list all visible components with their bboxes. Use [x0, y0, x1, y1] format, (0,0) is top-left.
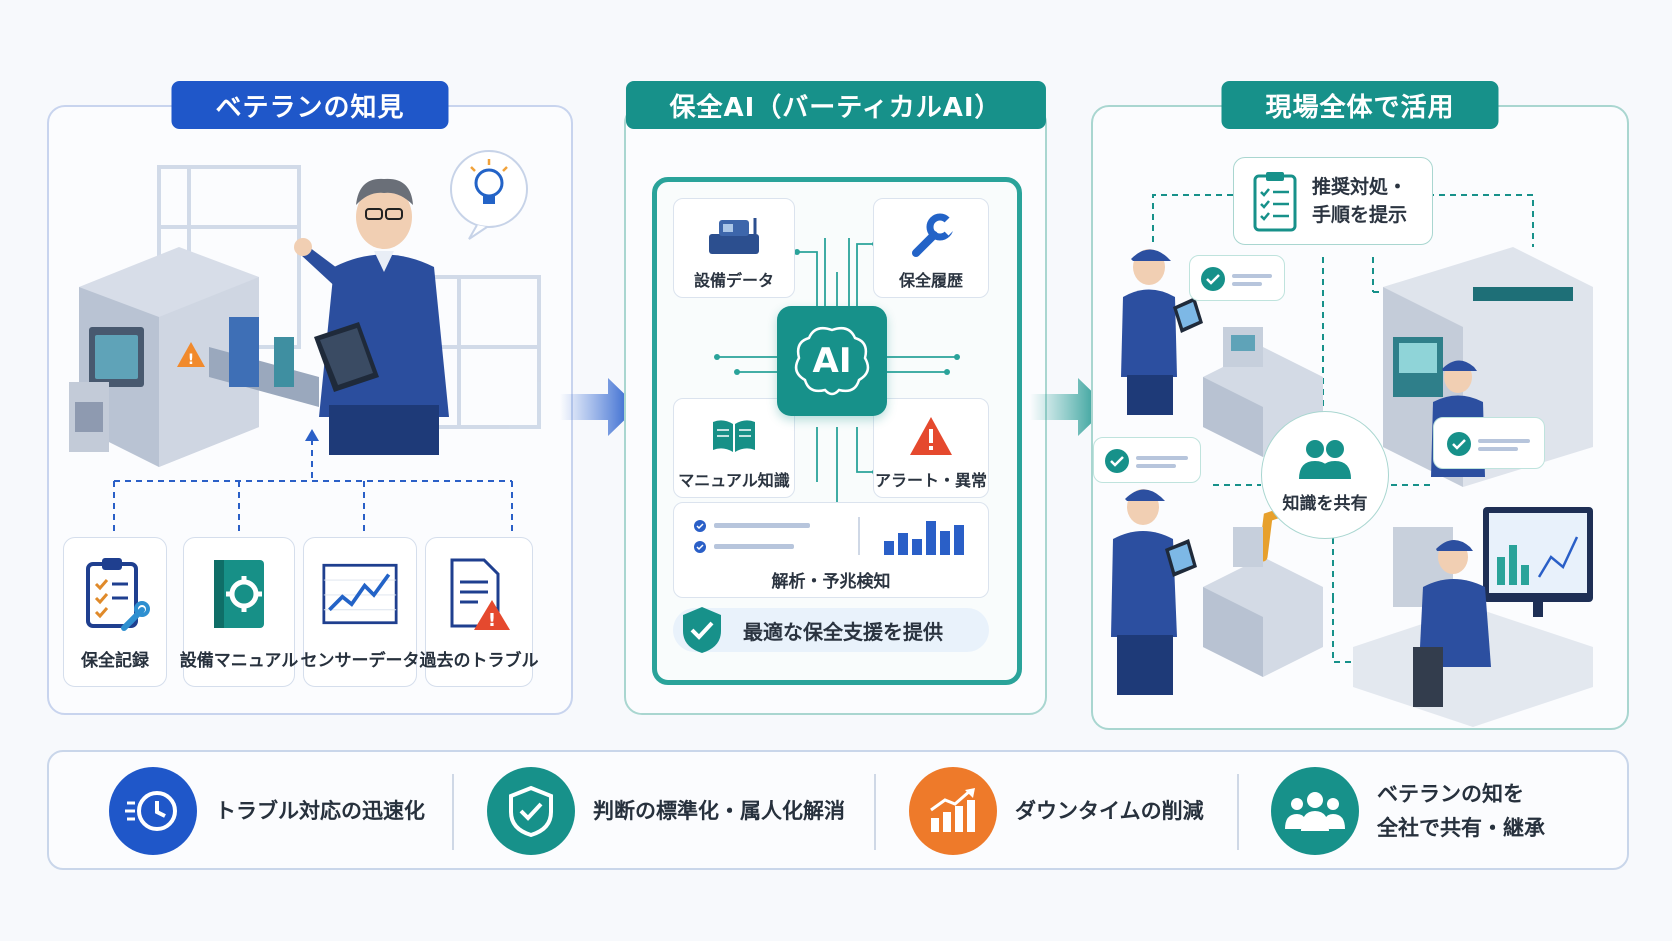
- source-label: 設備マニュアル: [179, 651, 299, 671]
- source-maintenance-record: 保全記録: [63, 537, 167, 687]
- input-equipment-data: 設備データ: [673, 198, 795, 298]
- bar-chart-icon: [884, 521, 964, 555]
- benefit-divider: [874, 774, 876, 850]
- brain-icon: [794, 327, 870, 396]
- open-book-icon: [709, 413, 759, 459]
- ai-frame: 設備データ 保全履歴 マニュアル知識: [652, 177, 1022, 685]
- field-panel-title: 現場全体で活用: [1221, 81, 1499, 129]
- ai-panel-title: 保全AI（バーティカルAI）: [625, 81, 1046, 129]
- benefit-label: 判断の標準化・属人化解消: [593, 799, 845, 823]
- check-circle-icon: [1105, 449, 1188, 473]
- wrench-icon: [908, 213, 954, 259]
- veteran-knowledge-panel: ベテランの知見 !: [47, 81, 573, 715]
- document-warning-icon: !: [441, 552, 517, 636]
- input-maintenance-history: 保全履歴: [873, 198, 989, 298]
- machine-icon: [705, 213, 763, 259]
- check-circle-icon: [1447, 432, 1530, 456]
- shield-check-icon: [487, 767, 575, 855]
- input-alerts: アラート・異常: [873, 398, 989, 498]
- check-bubble-left: [1093, 437, 1201, 483]
- veteran-machine-illustration: !: [69, 150, 541, 467]
- source-sensor-data: センサーデータ: [300, 537, 420, 687]
- maintenance-ai-panel: 保全AI（バーティカルAI）: [624, 81, 1047, 715]
- input-manual-knowledge: マニュアル知識: [673, 398, 795, 498]
- source-label: 過去のトラブル: [419, 651, 539, 671]
- clock-speed-icon: [109, 767, 197, 855]
- clipboard-wrench-icon: [77, 552, 153, 636]
- benefit-divider: [1237, 774, 1239, 850]
- field-usage-panel: 現場全体で活用 推奨対処・: [1091, 81, 1629, 730]
- benefit-label: ベテランの知を 全社で共有・継承: [1377, 777, 1545, 845]
- input-label: 保全履歴: [898, 271, 963, 290]
- source-past-trouble: ! 過去のトラブル: [420, 537, 539, 687]
- benefit-downtime: ダウンタイムの削減: [909, 766, 1204, 856]
- result-pill: 最適な保全支援を提供: [673, 607, 989, 653]
- benefit-fast-response: トラブル対応の迅速化: [109, 766, 425, 856]
- benefit-label-line1: ベテランの知を: [1377, 782, 1524, 806]
- benefit-label: ダウンタイムの削減: [1015, 799, 1204, 823]
- input-label: アラート・異常: [874, 471, 987, 490]
- input-label: 設備データ: [693, 271, 774, 290]
- source-label: 保全記録: [81, 651, 149, 671]
- manual-book-gear-icon: [201, 552, 277, 636]
- ai-chip: AI: [777, 306, 887, 416]
- benefits-bar: トラブル対応の迅速化 判断の標準化・属人化解消 ダウンタイムの削減: [47, 750, 1629, 870]
- share-hub: 知識を共有: [1261, 411, 1389, 539]
- benefit-divider: [452, 774, 454, 850]
- benefit-label: トラブル対応の迅速化: [215, 799, 425, 823]
- check-bubble-right: [1433, 417, 1545, 469]
- analysis-card: 解析・予兆検知: [673, 502, 989, 598]
- benefit-standardize: 判断の標準化・属人化解消: [487, 766, 845, 856]
- shield-check-icon: [683, 607, 721, 653]
- flow-arrow-blue: [560, 378, 638, 436]
- analysis-divider: [858, 517, 860, 555]
- share-label: 知識を共有: [1282, 493, 1368, 514]
- analysis-label: 解析・予兆検知: [771, 572, 891, 592]
- group-icon: [1271, 767, 1359, 855]
- ai-chip-label: AI: [812, 341, 852, 381]
- source-equipment-manual: 設備マニュアル: [180, 537, 298, 687]
- check-circle-icon: [1201, 267, 1272, 291]
- source-label: センサーデータ: [300, 651, 420, 671]
- warning-triangle-icon: [908, 413, 954, 459]
- svg-text:!: !: [188, 352, 194, 368]
- line-chart-icon: [322, 552, 398, 636]
- sources-connector: [113, 429, 513, 535]
- input-label: マニュアル知識: [678, 471, 790, 490]
- chart-up-icon: [909, 767, 997, 855]
- check-bubble-top: [1189, 255, 1285, 301]
- checklist-icon: [694, 520, 810, 553]
- people-icon: [1299, 439, 1351, 479]
- flow-arrow-teal: [1030, 378, 1108, 436]
- veteran-panel-title: ベテランの知見: [171, 81, 449, 129]
- recommend-card: 推奨対処・ 手順を提示: [1233, 157, 1433, 245]
- result-label: 最適な保全支援を提供: [743, 619, 943, 644]
- benefit-knowledge-transfer: ベテランの知を 全社で共有・継承: [1271, 766, 1545, 856]
- recommend-label-line1: 推奨対処・: [1312, 176, 1408, 198]
- benefit-label-line2: 全社で共有・継承: [1377, 816, 1545, 840]
- recommend-label-line2: 手順を提示: [1312, 204, 1408, 226]
- svg-text:!: !: [488, 610, 496, 631]
- clipboard-checklist-icon: [1253, 172, 1297, 232]
